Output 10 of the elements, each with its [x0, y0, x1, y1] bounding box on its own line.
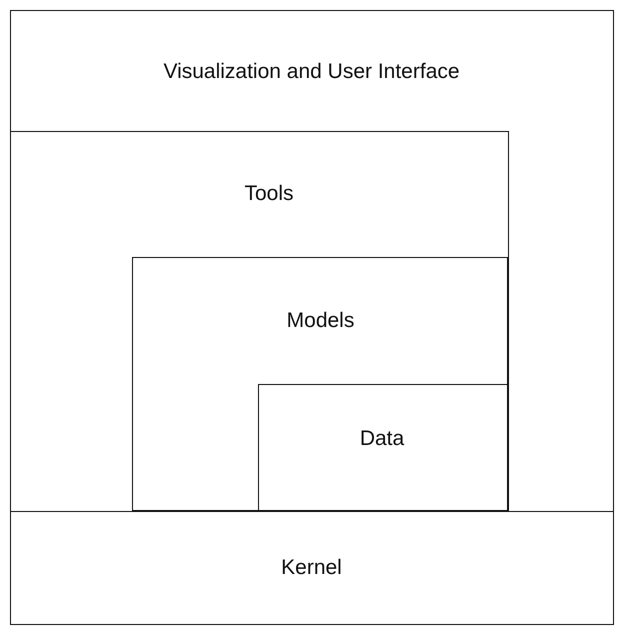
- layer-label: Models: [286, 308, 354, 332]
- layer-label: Visualization and User Interface: [163, 60, 460, 84]
- layer-box: [132, 257, 508, 511]
- layer-label: Kernel: [281, 556, 342, 580]
- layer-box: [10, 511, 614, 625]
- layer-box: [10, 130, 508, 512]
- layer-label: Data: [360, 427, 404, 451]
- layer-label: Tools: [244, 182, 294, 206]
- layer-box: [258, 384, 508, 510]
- layer-box: [10, 10, 614, 512]
